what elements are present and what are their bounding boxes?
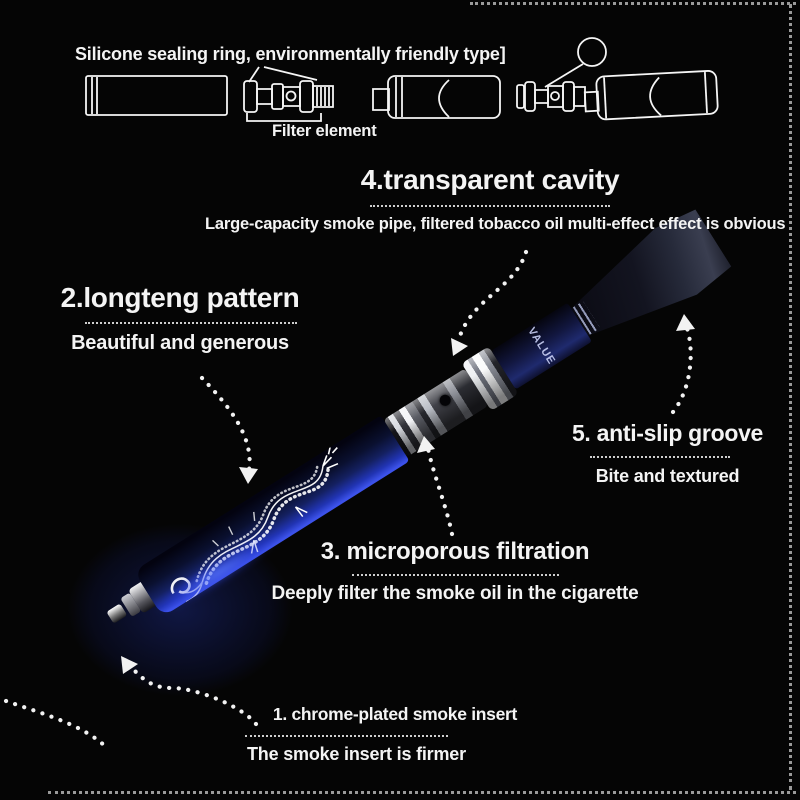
dotted-separator [245, 735, 448, 737]
exploded-parts-diagram [0, 0, 800, 160]
arrow-anti-slip [670, 325, 693, 415]
callout-microporous-filtration: 3. microporous filtration Deeply filter … [250, 538, 660, 605]
magnifier-circle-icon [578, 38, 606, 66]
dotted-separator [351, 574, 559, 576]
filter-hole [437, 392, 453, 408]
filter-element-diagram [244, 81, 333, 112]
callout-chrome-insert: 1. chrome-plated smoke insert The smoke … [235, 704, 555, 765]
mouthpiece-diagram [373, 76, 500, 118]
callout-anti-slip-groove: 5. anti-slip groove Bite and textured [545, 420, 790, 487]
dotted-border-top [470, 2, 796, 5]
callout-microporous-filtration-desc: Deeply filter the smoke oil in the cigar… [271, 583, 639, 604]
brand-text: VALUE [525, 325, 558, 367]
callout-chrome-insert-desc: The smoke insert is firmer [247, 744, 466, 764]
callout-microporous-filtration-title: 3. microporous filtration [320, 538, 590, 565]
callout-anti-slip-groove-title: 5. anti-slip groove [571, 420, 764, 446]
arrow-longteng [199, 375, 252, 473]
filter-element-label: Filter element [272, 122, 377, 140]
callout-chrome-insert-title: 1. chrome-plated smoke insert [272, 704, 518, 724]
sealing-leader-lines [249, 67, 317, 82]
callout-transparent-cavity-title: 4.transparent cavity [360, 164, 620, 195]
callout-longteng-pattern-desc: Beautiful and generous [71, 332, 289, 354]
dotted-separator [590, 456, 730, 458]
callout-anti-slip-groove-desc: Bite and textured [595, 466, 740, 486]
dotted-separator [370, 205, 610, 207]
callout-transparent-cavity: 4.transparent cavity Large-capacity smok… [205, 164, 786, 234]
callout-longteng-pattern-title: 2.longteng pattern [60, 282, 300, 313]
dotted-border-right [789, 4, 792, 790]
dotted-border-bottom [48, 791, 796, 794]
tube-outline-diagram [86, 76, 227, 115]
dotted-separator [85, 322, 297, 324]
dragon-pattern-body [133, 415, 410, 617]
sealing-ring-label: Silicone sealing ring, environmentally f… [75, 44, 506, 64]
assembled-unit-diagram [517, 38, 718, 120]
cigarette-holder-product: VALUE [89, 216, 716, 651]
callout-transparent-cavity-desc: Large-capacity smoke pipe, filtered toba… [205, 215, 786, 233]
callout-longteng-pattern: 2.longteng pattern Beautiful and generou… [30, 282, 330, 355]
filter-bracket [247, 113, 321, 121]
arrowhead-anti-slip [676, 314, 695, 331]
